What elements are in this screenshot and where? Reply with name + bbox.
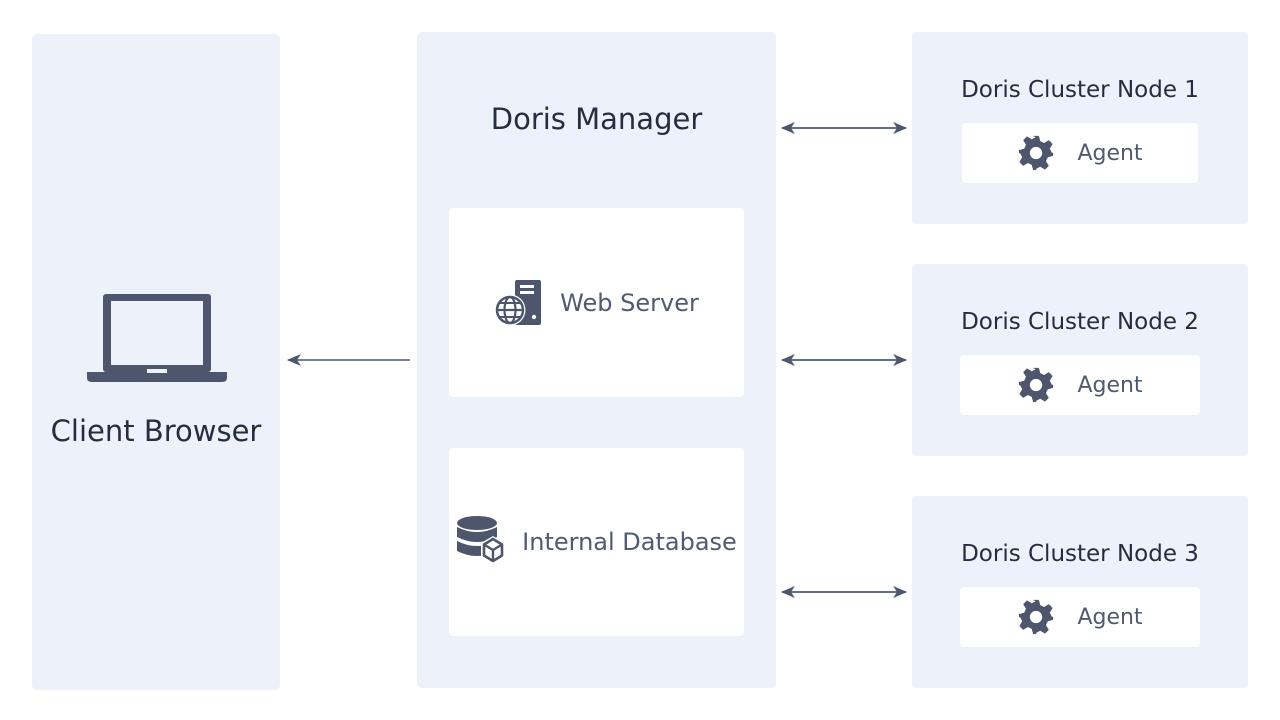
cluster-node-2-panel: Doris Cluster Node 2 Agent (912, 264, 1248, 456)
client-browser-panel: Client Browser (32, 34, 280, 690)
internal-database-card: Internal Database (449, 448, 744, 636)
agent-card-3: Agent (960, 587, 1200, 647)
web-server-card: Web Server (449, 208, 744, 397)
database-icon (456, 515, 506, 569)
cluster-node-1-panel: Doris Cluster Node 1 Agent (912, 32, 1248, 224)
client-browser-label: Client Browser (50, 414, 262, 448)
gear-icon (1017, 598, 1055, 636)
gear-icon (1017, 134, 1055, 172)
cluster-node-2-title: Doris Cluster Node 2 (961, 309, 1199, 335)
doris-manager-title: Doris Manager (490, 102, 703, 136)
agent-label-1: Agent (1077, 140, 1143, 166)
agent-label-3: Agent (1077, 604, 1143, 630)
agent-label-2: Agent (1077, 372, 1143, 398)
web-server-icon (494, 279, 542, 331)
cluster-node-3-panel: Doris Cluster Node 3 Agent (912, 496, 1248, 688)
web-server-label: Web Server (560, 288, 699, 317)
agent-card-1: Agent (962, 123, 1198, 183)
internal-database-label: Internal Database (522, 528, 737, 556)
gear-icon (1017, 366, 1055, 404)
cluster-node-1-title: Doris Cluster Node 1 (961, 77, 1199, 103)
laptop-icon (86, 292, 228, 388)
cluster-node-3-title: Doris Cluster Node 3 (961, 541, 1199, 567)
agent-card-2: Agent (960, 355, 1200, 415)
doris-manager-panel: Doris Manager Web Server (417, 32, 776, 688)
